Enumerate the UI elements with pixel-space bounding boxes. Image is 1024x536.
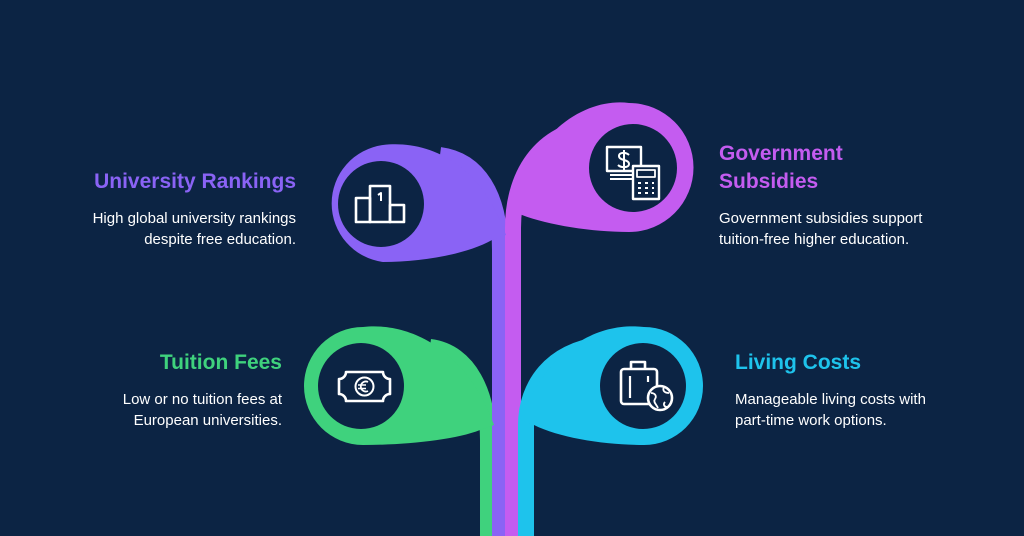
leaf-government-subsidies [508,102,694,232]
item-government-subsidies: Government Subsidies Government subsidie… [719,140,939,250]
item-tuition-fees: Tuition Fees Low or no tuition fees at E… [60,349,282,431]
living-costs-description: Manageable living costs with part-time w… [735,391,926,429]
government-subsidies-title: Government Subsidies [719,142,843,193]
item-university-rankings: University Rankings High global universi… [60,168,296,250]
leaf-tuition-fees [304,326,494,445]
luggage-globe-icon [619,360,674,412]
euro-banknote-icon [337,370,392,403]
leaf-living-costs [520,326,703,445]
branch-tuition-fees [428,339,496,536]
branch-university-rankings [438,147,508,536]
leaf-university-rankings [331,144,506,262]
government-subsidies-description: Government subsidies support tuition-fre… [719,210,923,248]
living-costs-title: Living Costs [735,351,862,374]
podium-icon [354,184,406,224]
university-rankings-title: University Rankings [94,170,296,193]
money-calculator-icon [605,145,661,201]
item-living-costs: Living Costs Manageable living costs wit… [735,349,955,431]
tuition-fees-title: Tuition Fees [159,351,282,374]
tuition-fees-description: Low or no tuition fees at European unive… [122,391,282,429]
university-rankings-description: High global university rankings despite … [92,210,296,248]
